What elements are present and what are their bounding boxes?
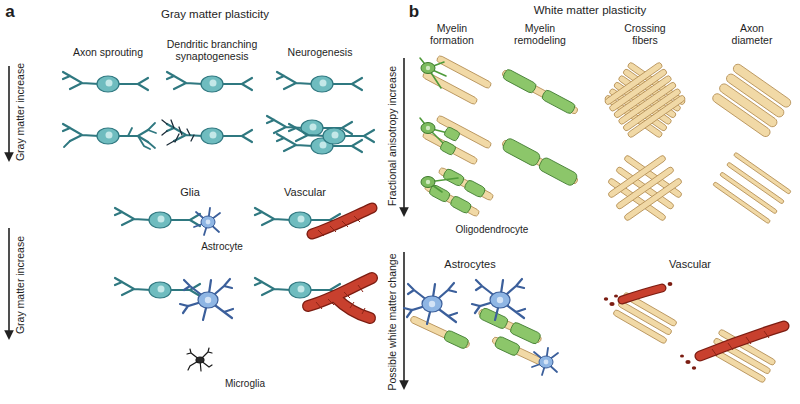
axis-label: Possible white matter change (386, 253, 398, 390)
myelin-formation-illustration (420, 55, 495, 219)
section-header: Vascular (284, 186, 326, 199)
column-header: Myelin formation (421, 22, 483, 46)
panel-letter: a (5, 2, 14, 22)
vascular-illustration (255, 208, 372, 318)
crossing-fibers-illustration (604, 62, 686, 222)
myelin-remodeling-illustration (500, 67, 581, 187)
axis-label: Gray matter increase (14, 236, 26, 334)
column-header: Axon diameter (723, 22, 781, 46)
axis-label: Fractional anisotropy increase (386, 66, 398, 206)
astrocytes-illustration (404, 279, 558, 375)
panel-title: Gray matter plasticity (161, 8, 269, 21)
column-header: Axon sprouting (73, 46, 143, 58)
column-header: Myelin remodeling (507, 22, 573, 46)
glia-illustration (115, 208, 233, 371)
axon-diameter-illustration (711, 62, 793, 223)
column-header: Crossing fibers (616, 22, 674, 46)
section-header: Glia (180, 186, 200, 199)
panel-title: White matter plasticity (534, 4, 646, 17)
panel-letter: b (409, 2, 419, 22)
direction-arrow (9, 58, 404, 388)
column-header: Dendritic branching synaptogenesis (157, 38, 267, 62)
vascular-wm-illustration (604, 282, 784, 383)
column-header: Neurogenesis (288, 46, 353, 58)
neuron-illustration (63, 72, 374, 154)
cell-label: Oligodendrocyte (456, 224, 529, 236)
cell-label: Astrocyte (201, 241, 243, 253)
section-header: Astrocytes (444, 258, 495, 271)
cell-label: Microglia (225, 378, 265, 390)
axis-label: Gray matter increase (14, 63, 26, 161)
section-header: Vascular (669, 258, 711, 271)
